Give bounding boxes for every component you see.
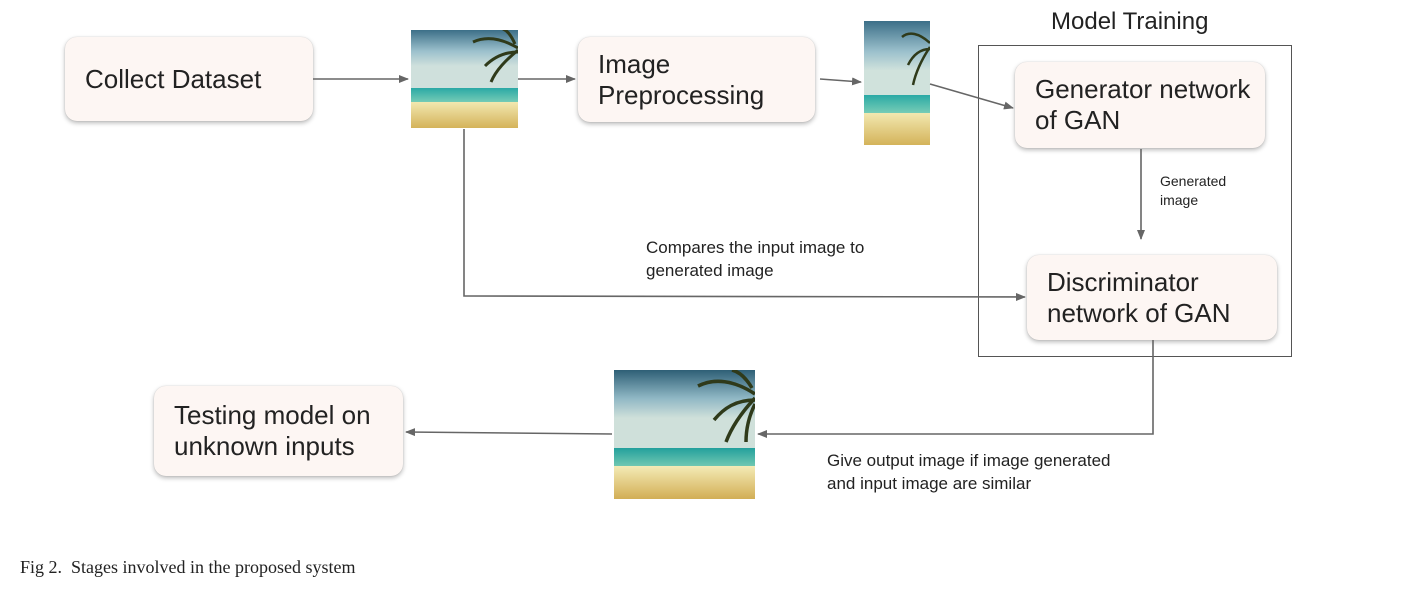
generator-node: Generator network of GAN — [1015, 62, 1265, 148]
model-training-title: Model Training — [1051, 8, 1209, 35]
arrow-preprocessing-to-image — [819, 77, 862, 86]
preprocessed-beach-image — [864, 21, 930, 145]
arrow-image-to-discriminator — [463, 129, 1026, 301]
testing-label: Testing model on unknown inputs — [174, 400, 371, 461]
give-output-label: Give output image if image generated and… — [827, 451, 1111, 493]
generated-image-label: Generated image — [1160, 173, 1227, 208]
raw-beach-image — [411, 30, 518, 128]
testing-node: Testing model on unknown inputs — [154, 386, 403, 476]
arrow-image-to-generator — [929, 83, 1014, 110]
collect-dataset-label: Collect Dataset — [85, 63, 262, 94]
generator-label: Generator network of GAN — [1035, 74, 1251, 135]
image-preprocessing-label: Image Preprocessing — [598, 48, 765, 110]
model-training-group — [978, 45, 1292, 357]
collect-dataset-node: Collect Dataset — [65, 37, 313, 121]
output-beach-image — [614, 370, 755, 499]
figure-caption: Fig 2. Stages involved in the proposed s… — [20, 557, 356, 577]
arrow-output-to-testing — [405, 428, 613, 437]
discriminator-node: Discriminator network of GAN — [1027, 255, 1277, 340]
arrow-discriminator-to-output — [757, 340, 1154, 438]
discriminator-label: Discriminator network of GAN — [1047, 266, 1231, 328]
image-preprocessing-node: Image Preprocessing — [578, 37, 815, 122]
compares-label: Compares the input image to generated im… — [646, 238, 865, 280]
